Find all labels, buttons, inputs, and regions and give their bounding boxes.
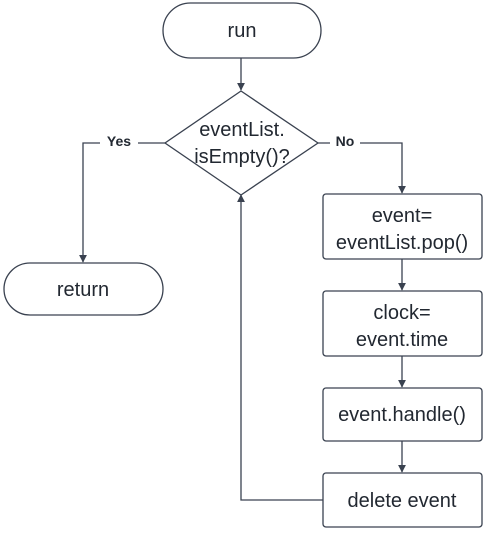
node-decision: eventList. isEmpty()? (163, 90, 320, 196)
decision-shape (163, 90, 320, 196)
node-delete: delete event (322, 472, 483, 528)
node-decision-line-1: eventList. (199, 119, 285, 141)
terminator-shape (3, 262, 164, 316)
node-run-label: run (228, 20, 257, 42)
node-clock: clock= event.time (322, 290, 483, 357)
node-handle: event.handle() (322, 387, 483, 442)
edge-delete-loop-to-decision (237, 194, 323, 501)
no-label-background (330, 133, 360, 151)
node-return-label: return (57, 279, 109, 301)
process-shape (322, 387, 483, 442)
edge-decision-yes-to-return (79, 142, 165, 263)
process-shape (322, 290, 483, 357)
node-pop: event= eventList.pop() (322, 193, 483, 260)
node-handle-label: event.handle() (338, 404, 466, 426)
node-clock-line-2: event.time (356, 329, 448, 351)
node-clock-line-1: clock= (373, 302, 430, 324)
terminator-shape (162, 2, 322, 59)
node-return: return (3, 262, 164, 316)
node-delete-label: delete event (348, 490, 457, 512)
process-shape (322, 472, 483, 528)
yes-label: Yes (107, 133, 131, 149)
node-run: run (162, 2, 322, 59)
yes-label-background (100, 133, 138, 151)
node-pop-line-1: event= (372, 205, 433, 227)
no-label: No (336, 133, 355, 149)
node-pop-line-2: eventList.pop() (336, 232, 468, 254)
process-shape (322, 193, 483, 260)
node-decision-line-2: isEmpty()? (194, 146, 290, 168)
